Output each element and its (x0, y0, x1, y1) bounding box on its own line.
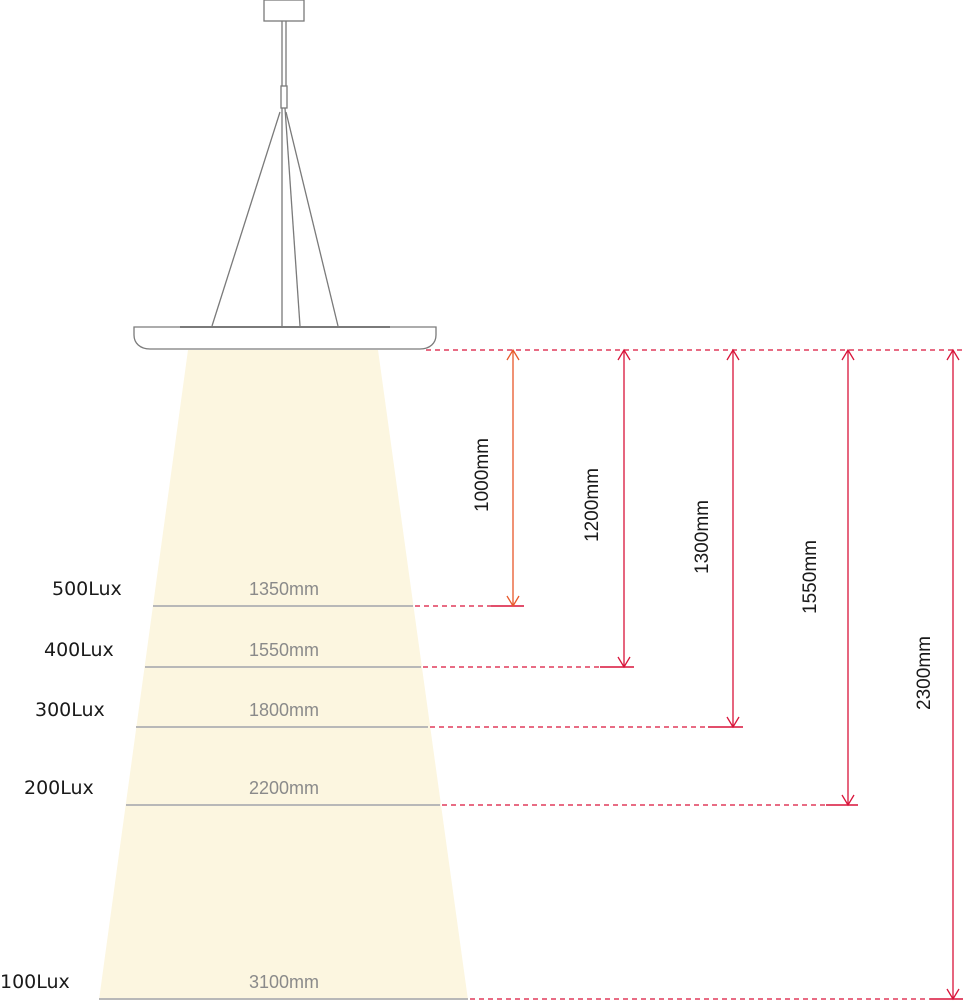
height-dimensions: 1000mm 1200mm 1300mm 1550mm 2300mm (415, 348, 963, 1001)
height-dimension: 1000mm (415, 348, 524, 608)
height-dimension: 1300mm (430, 348, 743, 729)
illuminance-level: 100Lux 3100mm (0, 971, 468, 1000)
illuminance-level: 300Lux 1800mm (35, 699, 428, 728)
height-dimension: 1550mm (442, 348, 858, 807)
illuminance-level: 500Lux 1350mm (52, 578, 413, 607)
arrowhead-top (617, 348, 631, 361)
arrowhead-top (946, 348, 960, 361)
lux-label: 500Lux (52, 578, 122, 600)
beam-diameter-label: 1350mm (249, 579, 319, 599)
illuminance-level: 200Lux 2200mm (24, 777, 440, 806)
illuminance-level: 400Lux 1550mm (44, 639, 421, 668)
lux-label: 400Lux (44, 639, 114, 661)
lux-label: 300Lux (35, 699, 105, 721)
arrowhead-top (841, 348, 855, 361)
arrowhead-top (726, 348, 740, 361)
arrowhead-bottom (506, 595, 520, 608)
light-cone (99, 350, 468, 1000)
mounting-height-label: 1550mm (800, 540, 821, 614)
ceiling-canopy (263, 0, 305, 22)
mounting-height-label: 2300mm (914, 636, 935, 710)
arrowhead-bottom (617, 656, 631, 669)
arrowhead-bottom (726, 716, 740, 729)
mounting-height-label: 1000mm (472, 438, 493, 512)
lux-label: 100Lux (0, 971, 70, 993)
beam-diameter-label: 3100mm (249, 972, 319, 992)
height-dimension: 1200mm (423, 348, 634, 669)
beam-diameter-label: 2200mm (249, 778, 319, 798)
beam-diameter-label: 1550mm (249, 640, 319, 660)
mounting-height-label: 1300mm (692, 500, 713, 574)
arrowhead-top (506, 348, 520, 361)
suspension-cables (211, 21, 339, 327)
pendant-luminaire (133, 326, 437, 350)
mounting-height-label: 1200mm (582, 468, 603, 542)
beam-diameter-label: 1800mm (249, 700, 319, 720)
arrowhead-bottom (841, 794, 855, 807)
arrowhead-bottom (946, 988, 960, 1001)
height-dimension: 2300mm (470, 348, 963, 1001)
lux-label: 200Lux (24, 777, 94, 799)
levels-layer: 500Lux 1350mm 400Lux 1550mm 300Lux 1800mm 200L… (0, 578, 468, 1000)
